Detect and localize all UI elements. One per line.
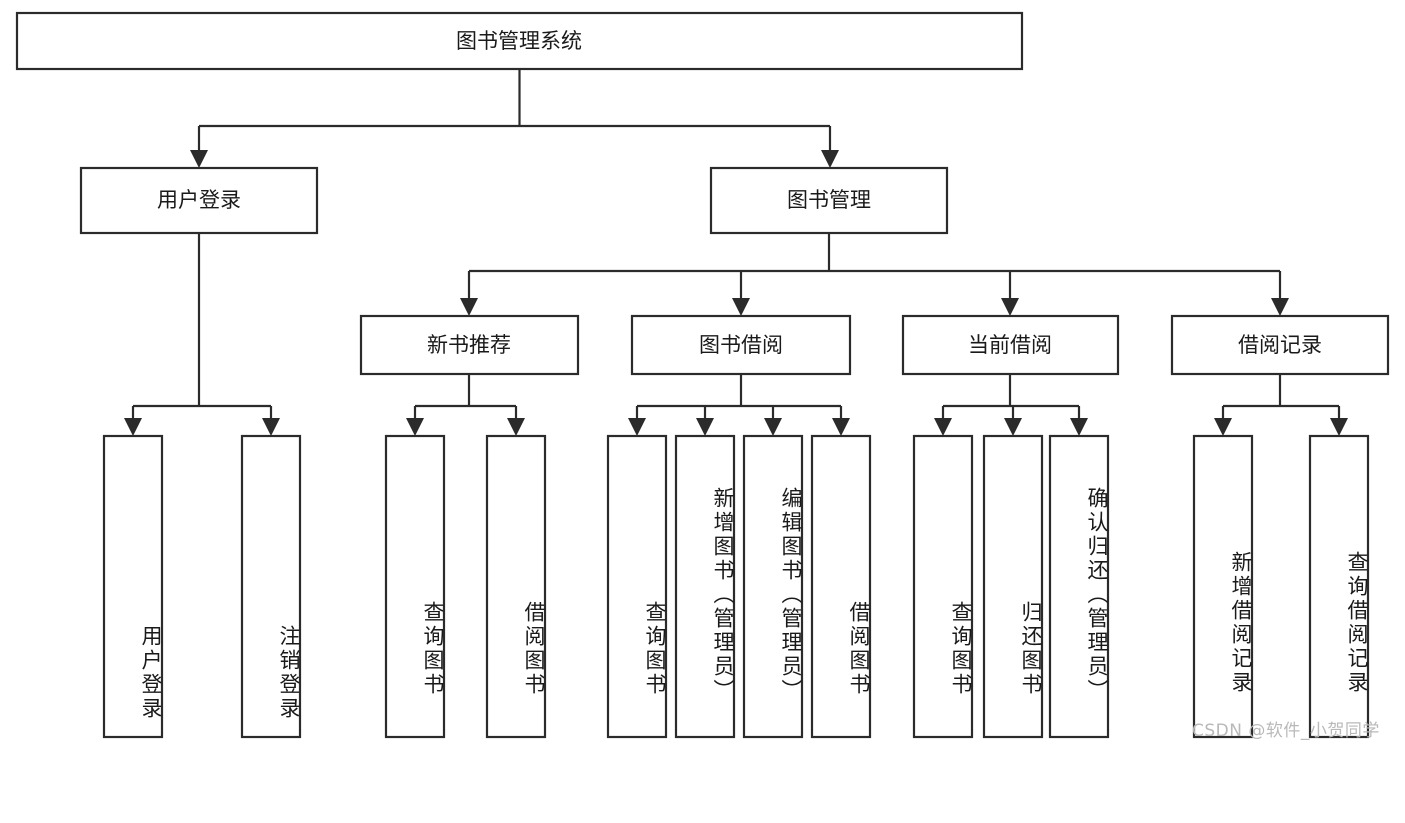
leaf-node-query-record[interactable]: 查询借阅记录 bbox=[1310, 436, 1369, 737]
leaf-box-user-login[interactable] bbox=[102, 434, 164, 739]
node-new-book-recommend-label: 新书推荐 bbox=[427, 333, 511, 357]
node-current-borrow[interactable]: 当前借阅 bbox=[901, 314, 1120, 376]
leaf-box-edit-book[interactable] bbox=[742, 434, 804, 739]
leaf-box-add-record[interactable] bbox=[1192, 434, 1254, 739]
node-book-borrow[interactable]: 图书借阅 bbox=[630, 314, 852, 376]
connector-group-userlogin-to-leaves bbox=[124, 233, 280, 436]
leaf-box-query-book-current[interactable] bbox=[912, 434, 974, 739]
csdn-watermark: CSDN @软件_小贺同学 bbox=[1192, 721, 1380, 741]
leaf-box-logout[interactable] bbox=[240, 434, 302, 739]
leaf-box-confirm-return[interactable] bbox=[1048, 434, 1110, 739]
leaf-node-borrow-book-rec[interactable]: 借阅图书 bbox=[487, 436, 546, 737]
leaf-node-user-login[interactable]: 用户登录 bbox=[104, 436, 163, 737]
leaf-label-add-book: 新增图书（管理员） bbox=[711, 486, 735, 703]
leaf-box-add-book[interactable] bbox=[674, 434, 736, 739]
leaf-node-query-book-current[interactable]: 查询图书 bbox=[914, 436, 973, 737]
node-new-book-recommend[interactable]: 新书推荐 bbox=[359, 314, 580, 376]
leaf-node-edit-book[interactable]: 编辑图书（管理员） bbox=[744, 436, 803, 737]
leaf-box-query-book-borrow[interactable] bbox=[606, 434, 668, 739]
leaf-box-query-book-rec[interactable] bbox=[384, 434, 446, 739]
leaf-node-query-book-rec[interactable]: 查询图书 bbox=[386, 436, 445, 737]
leaf-box-query-record[interactable] bbox=[1308, 434, 1370, 739]
diagram-canvas-root: 图书管理系统 用户登录 图书管理 新书推荐 图书借阅 当前借阅 借阅记录 bbox=[15, 11, 1390, 741]
node-book-borrow-label: 图书借阅 bbox=[699, 333, 783, 357]
node-root-system[interactable]: 图书管理系统 bbox=[15, 11, 1024, 71]
leaf-node-add-book[interactable]: 新增图书（管理员） bbox=[676, 436, 735, 737]
connector-group-bookmgmt-to-level3 bbox=[460, 233, 1289, 316]
connector-group-root-to-level2 bbox=[190, 69, 839, 168]
leaf-node-logout[interactable]: 注销登录 bbox=[242, 436, 301, 737]
node-root-system-label: 图书管理系统 bbox=[456, 29, 582, 53]
leaf-box-return-book[interactable] bbox=[982, 434, 1044, 739]
leaf-box-borrow-book[interactable] bbox=[810, 434, 872, 739]
leaf-label-logout: 注销登录 bbox=[277, 624, 301, 721]
connector-group-borrowrecord-to-leaves bbox=[1214, 374, 1348, 436]
leaf-node-boxes bbox=[102, 434, 1370, 739]
leaf-node-query-book-borrow[interactable]: 查询图书 bbox=[608, 436, 667, 737]
hierarchy-diagram-svg: 图书管理系统 用户登录 图书管理 新书推荐 图书借阅 当前借阅 借阅记录 bbox=[15, 11, 1390, 739]
node-user-login[interactable]: 用户登录 bbox=[79, 166, 319, 235]
connector-group-currentborrow-to-leaves bbox=[934, 374, 1088, 436]
node-book-management[interactable]: 图书管理 bbox=[709, 166, 949, 235]
leaf-label-edit-book: 编辑图书（管理员） bbox=[779, 486, 803, 703]
leaf-label-user-login: 用户登录 bbox=[139, 624, 163, 721]
node-book-management-label: 图书管理 bbox=[787, 188, 871, 212]
leaf-node-add-record[interactable]: 新增借阅记录 bbox=[1194, 436, 1253, 737]
leaf-label-confirm-return: 确认归还（管理员） bbox=[1085, 486, 1109, 703]
node-borrow-record[interactable]: 借阅记录 bbox=[1170, 314, 1390, 376]
connector-group-newbook-to-leaves bbox=[406, 374, 525, 436]
node-current-borrow-label: 当前借阅 bbox=[968, 333, 1052, 357]
node-user-login-label: 用户登录 bbox=[157, 188, 241, 212]
connector-group-bookborrow-to-leaves bbox=[628, 374, 850, 436]
leaf-box-borrow-book-rec[interactable] bbox=[485, 434, 547, 739]
leaf-node-borrow-book[interactable]: 借阅图书 bbox=[812, 436, 871, 737]
node-borrow-record-label: 借阅记录 bbox=[1238, 333, 1322, 357]
leaf-node-return-book[interactable]: 归还图书 bbox=[984, 436, 1043, 737]
leaf-node-confirm-return[interactable]: 确认归还（管理员） bbox=[1050, 436, 1109, 737]
